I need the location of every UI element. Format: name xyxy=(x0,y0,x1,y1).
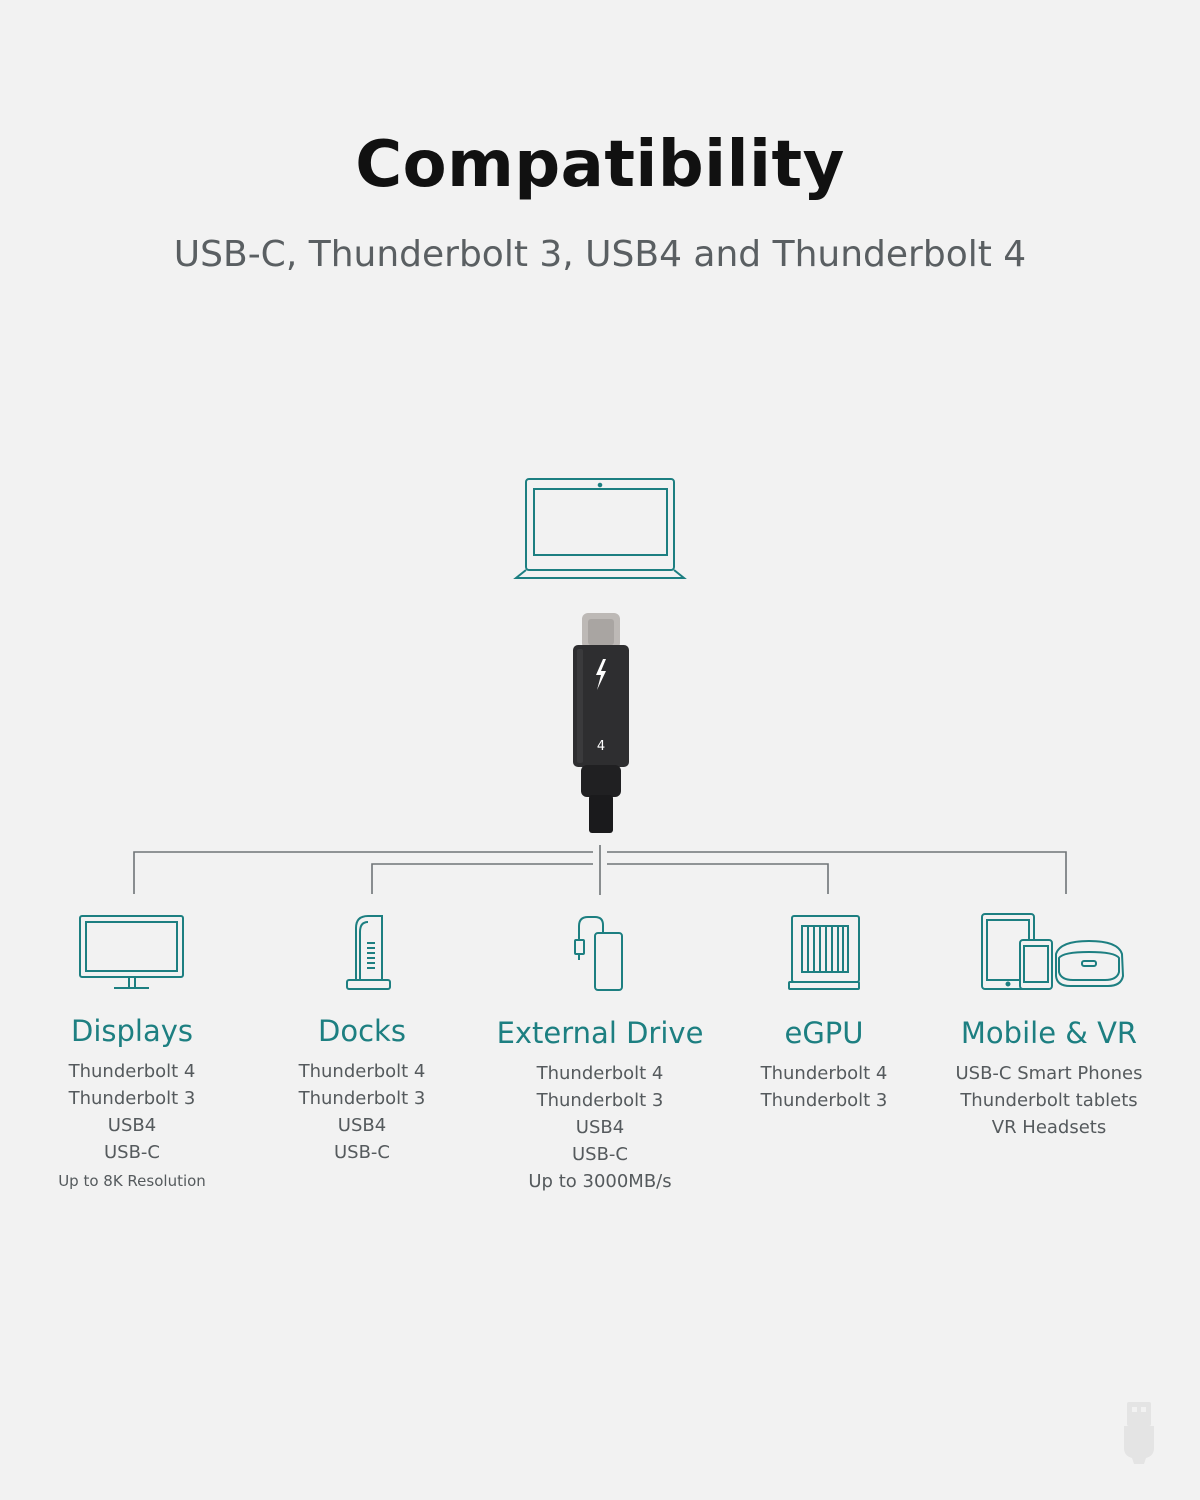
page-subtitle: USB-C, Thunderbolt 3, USB4 and Thunderbo… xyxy=(173,234,1027,275)
spec-line: Thunderbolt 3 xyxy=(68,1088,196,1109)
spec-line: USB4 xyxy=(337,1115,387,1136)
dock-icon xyxy=(346,915,391,990)
laptop-icon xyxy=(513,478,687,579)
spec-line: USB-C xyxy=(333,1142,390,1163)
spec-line: USB4 xyxy=(107,1115,157,1136)
category-docks: Docks Thunderbolt 4 Thunderbolt 3 USB4 U… xyxy=(242,1014,482,1166)
category-mobile-vr: Mobile & VR USB-C Smart Phones Thunderbo… xyxy=(929,1016,1169,1141)
mobile-vr-icon xyxy=(981,913,1125,990)
category-title: Docks xyxy=(318,1014,406,1048)
category-displays: Displays Thunderbolt 4 Thunderbolt 3 USB… xyxy=(12,1014,252,1196)
thunderbolt-cable-icon: 4 xyxy=(573,613,629,833)
spec-note: Up to 8K Resolution xyxy=(58,1172,206,1190)
spec-line: VR Headsets xyxy=(991,1117,1107,1138)
thunderbolt-bolt-icon xyxy=(596,659,606,690)
spec-line: Thunderbolt 4 xyxy=(536,1063,664,1084)
category-external-drive: External Drive Thunderbolt 4 Thunderbolt… xyxy=(480,1016,720,1195)
spec-line: Thunderbolt 4 xyxy=(68,1061,196,1082)
external-drive-icon xyxy=(574,916,623,991)
category-egpu: eGPU Thunderbolt 4 Thunderbolt 3 xyxy=(704,1016,944,1114)
connector-lines xyxy=(133,845,1067,895)
spec-line: USB-C xyxy=(103,1142,160,1163)
spec-line: Thunderbolt 3 xyxy=(298,1088,426,1109)
usb-plug-icon xyxy=(1124,1402,1154,1464)
monitor-icon xyxy=(79,915,184,989)
cable-number: 4 xyxy=(597,739,605,754)
category-title: External Drive xyxy=(496,1016,704,1050)
spec-line: Thunderbolt 4 xyxy=(298,1061,426,1082)
spec-line: USB-C xyxy=(571,1144,628,1165)
spec-line: Thunderbolt tablets xyxy=(960,1090,1138,1111)
category-title: Displays xyxy=(70,1014,193,1048)
category-title: Mobile & VR xyxy=(960,1016,1138,1050)
spec-line: Thunderbolt 4 xyxy=(760,1063,888,1084)
spec-line: USB4 xyxy=(575,1117,625,1138)
page-title: Compatibility xyxy=(355,128,845,202)
egpu-icon xyxy=(788,915,860,990)
category-title: eGPU xyxy=(784,1016,864,1050)
spec-line: Thunderbolt 3 xyxy=(760,1090,888,1111)
spec-line: Up to 3000MB/s xyxy=(528,1171,672,1192)
spec-line: Thunderbolt 3 xyxy=(536,1090,664,1111)
spec-line: USB-C Smart Phones xyxy=(955,1063,1143,1084)
